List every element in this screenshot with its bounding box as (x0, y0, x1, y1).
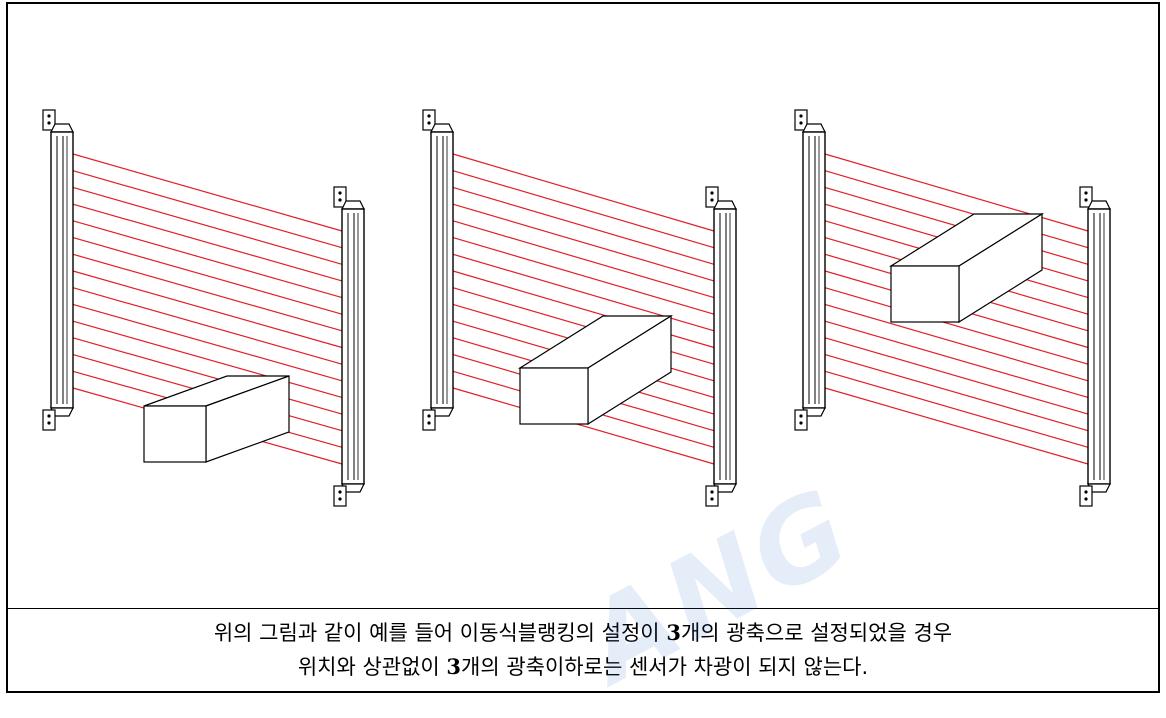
light-beam (72, 337, 343, 415)
object-front-face (519, 367, 589, 425)
emitter-bracket-hole (799, 421, 803, 425)
light-beam (824, 353, 1089, 432)
light-beam (72, 236, 343, 315)
emitter-bracket-top (422, 109, 436, 131)
light-beam (72, 186, 343, 265)
emitter-bracket-top (42, 109, 56, 131)
caption-line-2-number: 3 (446, 654, 462, 679)
light-beam (452, 186, 715, 265)
emitter-body (50, 131, 74, 409)
emitter-bracket-hole (47, 414, 51, 418)
light-beam (452, 236, 715, 315)
emitter-bracket-hole (427, 114, 431, 118)
panel-object-high (794, 109, 1111, 507)
caption: 위의 그림과 같이 예를 들어 이동식블랭킹의 설정이 3개의 광축으로 설정되… (8, 616, 1158, 684)
light-beam (72, 303, 343, 382)
receiver-bracket-top (1079, 186, 1093, 208)
light-beam (824, 153, 1089, 232)
emitter-bracket-hole (427, 414, 431, 418)
receiver-bracket-bottom (1079, 485, 1093, 507)
receiver-bracket-top (705, 186, 719, 208)
receiver-cap-top (713, 200, 737, 210)
receiver-bracket-hole (1084, 198, 1088, 202)
light-beam (72, 270, 343, 349)
emitter-bracket-top (794, 109, 808, 131)
emitter-cap-top (430, 123, 454, 133)
receiver-body (713, 208, 737, 485)
emitter-body (430, 131, 454, 409)
caption-line-2-b: 개의 광축이하로는 센서가 차광이 되지 않는다. (461, 655, 869, 679)
light-beam (452, 170, 715, 249)
receiver-bracket-bottom (333, 485, 347, 507)
light-beam (452, 203, 715, 282)
receiver-body (1087, 208, 1111, 485)
light-beam (452, 153, 715, 232)
light-beam (824, 303, 1089, 382)
receiver-bracket-hole (710, 191, 714, 195)
receiver-bracket-hole (710, 198, 714, 202)
receiver-bracket-hole (710, 490, 714, 494)
light-beam (72, 287, 343, 365)
emitter-bracket-bottom (794, 409, 808, 431)
emitter-cap-top (802, 123, 826, 133)
caption-line-1-b: 개의 광축으로 설정되었을 경우 (680, 621, 953, 645)
receiver-bracket-hole (338, 490, 342, 494)
caption-line-2: 위치와 상관없이 3개의 광축이하로는 센서가 차광이 되지 않는다. (8, 650, 1158, 684)
receiver-cap-top (341, 200, 365, 210)
emitter-bracket-hole (799, 414, 803, 418)
receiver-body (341, 208, 365, 485)
panel-object-middle (422, 109, 737, 507)
emitter-bracket-bottom (42, 409, 56, 431)
emitter-bracket-hole (47, 121, 51, 125)
emitter-bracket-hole (427, 121, 431, 125)
light-beam (824, 387, 1089, 465)
light-beam (72, 153, 343, 232)
light-beam (72, 220, 343, 299)
caption-line-2-a: 위치와 상관없이 (297, 655, 447, 679)
receiver-bracket-top (333, 186, 347, 208)
light-beam (72, 320, 343, 399)
receiver-bracket-hole (338, 497, 342, 501)
light-beam (72, 170, 343, 249)
receiver-bracket-hole (1084, 497, 1088, 501)
light-beam (824, 320, 1089, 399)
receiver-bracket-hole (338, 198, 342, 202)
panel-object-low (42, 109, 365, 507)
emitter-bracket-hole (799, 114, 803, 118)
emitter-bracket-hole (47, 114, 51, 118)
light-curtain-figure (42, 109, 1111, 507)
receiver-bracket-bottom (705, 485, 719, 507)
object-front-face (890, 265, 960, 323)
emitter-body (802, 131, 826, 409)
light-beam (824, 337, 1089, 415)
object-front-face (143, 405, 207, 463)
receiver-bracket-hole (1084, 490, 1088, 494)
receiver-cap-top (1087, 200, 1111, 210)
light-beam (452, 387, 715, 465)
emitter-cap-top (50, 123, 74, 133)
caption-line-1-a: 위의 그림과 같이 예를 들어 이동식블랭킹의 설정이 (213, 621, 667, 645)
light-beam (824, 370, 1089, 448)
diagram-frame: 위의 그림과 같이 예를 들어 이동식블랭킹의 설정이 3개의 광축으로 설정되… (6, 2, 1160, 707)
receiver-bracket-hole (338, 191, 342, 195)
emitter-bracket-hole (47, 421, 51, 425)
emitter-bracket-hole (427, 421, 431, 425)
emitter-bracket-hole (799, 121, 803, 125)
caption-divider (8, 608, 1158, 609)
receiver-bracket-hole (1084, 191, 1088, 195)
caption-line-1-number: 3 (666, 620, 681, 645)
light-beam (452, 220, 715, 299)
receiver-bracket-hole (710, 497, 714, 501)
light-beam (824, 170, 1089, 249)
light-beam (72, 203, 343, 282)
light-beam (452, 253, 715, 332)
light-beam (72, 253, 343, 332)
light-beam (824, 287, 1089, 365)
caption-line-1: 위의 그림과 같이 예를 들어 이동식블랭킹의 설정이 3개의 광축으로 설정되… (8, 616, 1158, 650)
emitter-bracket-bottom (422, 409, 436, 431)
